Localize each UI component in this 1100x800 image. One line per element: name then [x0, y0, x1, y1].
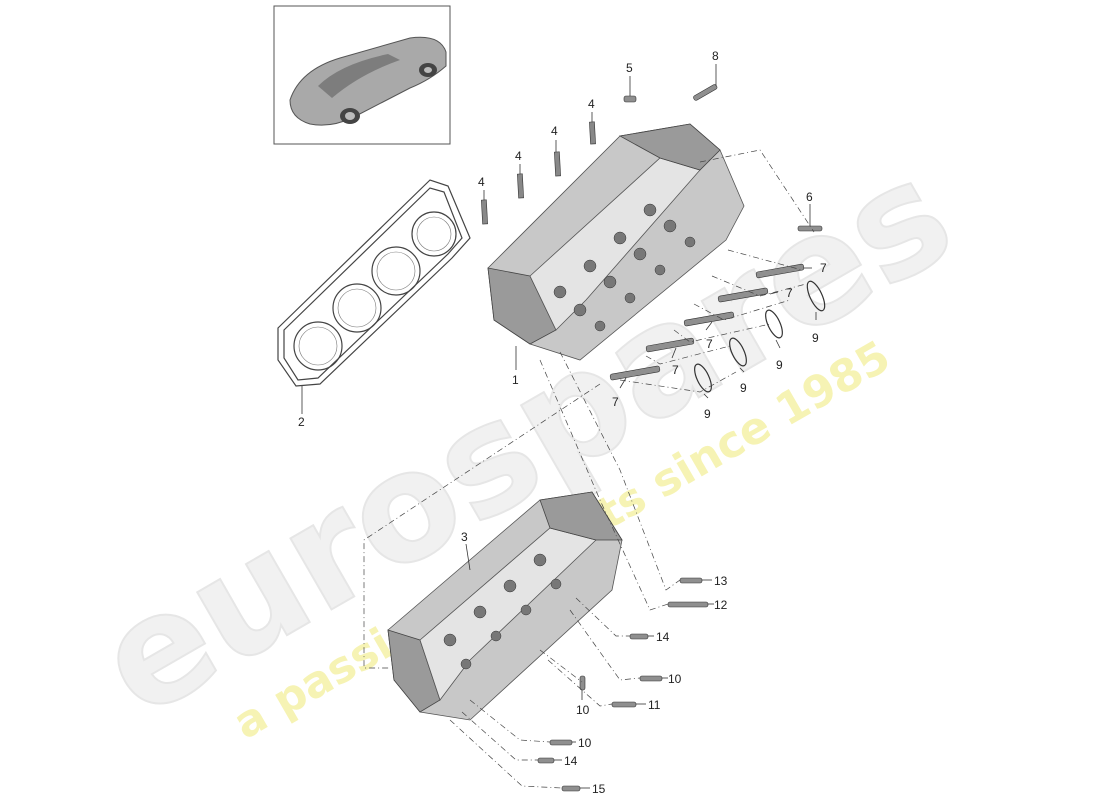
callout-7-a: 7 — [820, 261, 827, 275]
vehicle-thumbnail — [273, 5, 451, 145]
callout-4-c: 4 — [551, 124, 558, 138]
studs — [481, 121, 596, 225]
callout-4-d: 4 — [588, 97, 595, 111]
callout-9-b: 9 — [776, 358, 783, 372]
callout-7-b: 7 — [786, 286, 793, 300]
callout-1: 1 — [512, 373, 519, 387]
callout-7-c: 7 — [706, 337, 713, 351]
bolts — [537, 84, 823, 792]
cylinder-head-upper — [487, 123, 745, 361]
car-icon — [289, 36, 447, 126]
callouts: 1 2 3 4 4 4 4 4 5 6 7 7 7 7 7 8 9 9 9 9 … — [298, 49, 827, 796]
callout-14-b: 14 — [564, 754, 578, 768]
callout-10-c: 10 — [578, 736, 592, 750]
o-rings — [694, 280, 826, 393]
callout-4-a: 4 — [478, 175, 485, 189]
head-gasket — [277, 179, 471, 387]
callout-15: 15 — [592, 782, 606, 796]
callout-9-d: 9 — [704, 407, 711, 421]
callout-6: 6 — [806, 190, 813, 204]
callout-3: 3 — [461, 530, 468, 544]
callout-11: 11 — [648, 698, 661, 712]
callout-5: 5 — [626, 61, 633, 75]
callout-8: 8 — [712, 49, 719, 63]
callout-10-a: 10 — [668, 672, 682, 686]
callout-4-b: 4 — [515, 149, 522, 163]
callout-14-a: 14 — [656, 630, 670, 644]
callout-13: 13 — [714, 574, 728, 588]
cylinder-head-lower — [387, 491, 623, 721]
callout-9-a: 9 — [812, 331, 819, 345]
callout-7-e: 7 — [612, 395, 619, 409]
callout-2: 2 — [298, 415, 305, 429]
assembly-lines — [363, 149, 815, 789]
callout-10-b: 10 — [576, 703, 590, 717]
callout-7-d: 7 — [672, 363, 679, 377]
callout-9-c: 9 — [740, 381, 747, 395]
callout-12: 12 — [714, 598, 728, 612]
leader-lines — [301, 64, 817, 789]
